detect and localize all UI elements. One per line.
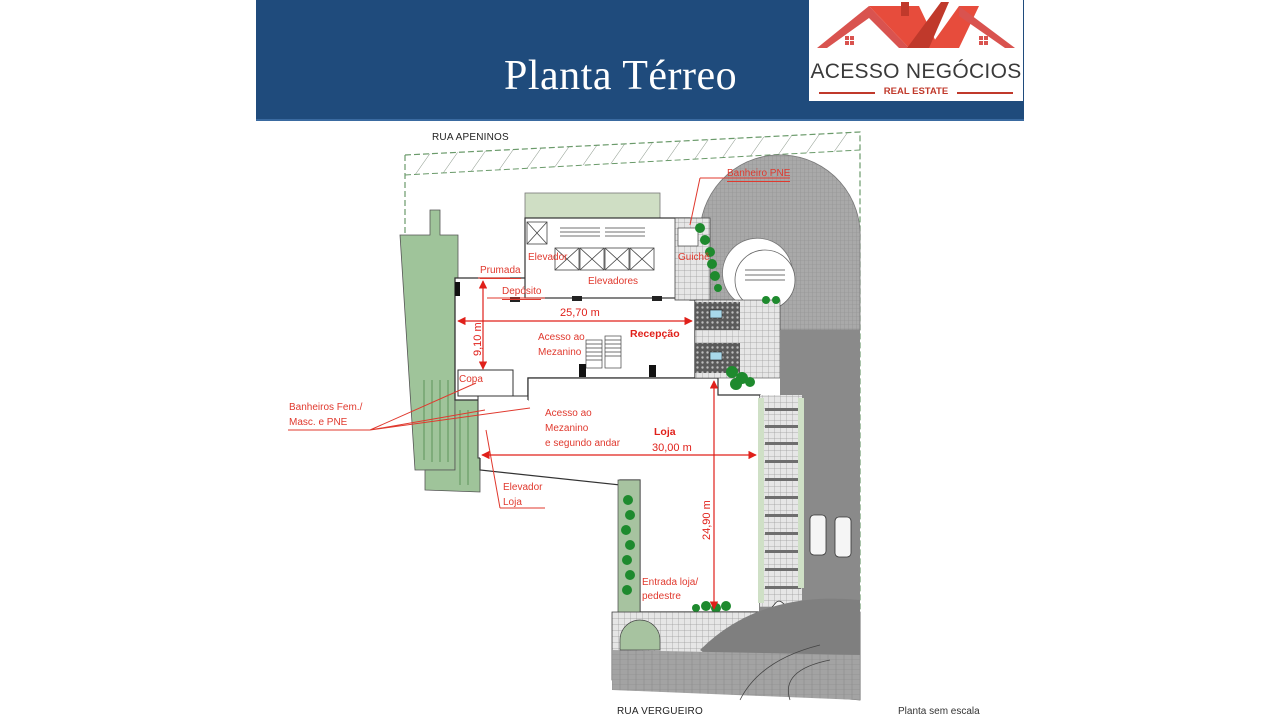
acesso-segundo-line1: Acesso ao: [545, 408, 592, 419]
room-label-guiche: Guichê: [678, 252, 710, 263]
banheiros-line1: Banheiros Fem./: [289, 402, 363, 413]
house-roofs-icon: [817, 2, 1015, 48]
room-label-entrada-loja: Entrada loja/ pedestre: [642, 577, 698, 603]
room-label-banheiro-pne: Banheiro PNE: [727, 168, 791, 182]
logo: ACESSO NEGÓCIOS REAL ESTATE: [809, 0, 1023, 101]
acesso-segundo-line3: e segundo andar: [545, 438, 621, 449]
logo-subtitle: REAL ESTATE: [883, 86, 949, 97]
room-label-banheiros: Banheiros Fem./ Masc. e PNE: [289, 402, 362, 429]
room-label-elevador: Elevador: [528, 252, 568, 263]
room-label-loja: Loja: [654, 426, 676, 438]
banheiros-line2: Masc. e PNE: [289, 417, 348, 428]
page-title: Planta Térreo: [504, 53, 738, 99]
room-label-elevador-loja: Elevador Loja: [503, 482, 542, 509]
street-bottom-label: RUA VERGUEIRO: [617, 706, 703, 717]
elevador-loja-line2: Loja: [503, 497, 522, 508]
logo-divider-left: [819, 92, 875, 94]
dimension-recepcao-depth: 9,10 m: [472, 322, 484, 356]
dimension-loja-width: 30,00 m: [652, 442, 692, 454]
street-top-label: RUA APENINOS: [432, 132, 509, 143]
dimension-loja-depth: 24,90 m: [701, 500, 713, 540]
header-divider: [256, 119, 1024, 121]
scale-note: Planta sem escala: [898, 706, 980, 717]
entrada-loja-line1: Entrada loja/: [642, 577, 699, 588]
logo-name: ACESSO NEGÓCIOS: [810, 60, 1022, 83]
room-label-elevadores: Elevadores: [588, 276, 639, 287]
room-label-deposito: Depósito: [502, 286, 542, 300]
acesso-mezanino-line1: Acesso ao: [538, 332, 585, 343]
dimension-recepcao-width: 25,70 m: [560, 307, 600, 319]
room-label-recepcao: Recepção: [630, 328, 680, 340]
room-label-acesso-mezanino-segundo: Acesso ao Mezanino e segundo andar: [545, 408, 620, 450]
room-label-prumada: Prumada: [480, 265, 521, 279]
logo-divider-right: [957, 92, 1013, 94]
acesso-mezanino-line2: Mezanino: [538, 347, 582, 358]
entrada-loja-line2: pedestre: [642, 591, 681, 602]
room-label-copa: Copa: [459, 374, 483, 385]
elevador-loja-line1: Elevador: [503, 482, 543, 493]
acesso-segundo-line2: Mezanino: [545, 423, 589, 434]
room-label-acesso-mezanino: Acesso ao Mezanino: [538, 332, 585, 359]
